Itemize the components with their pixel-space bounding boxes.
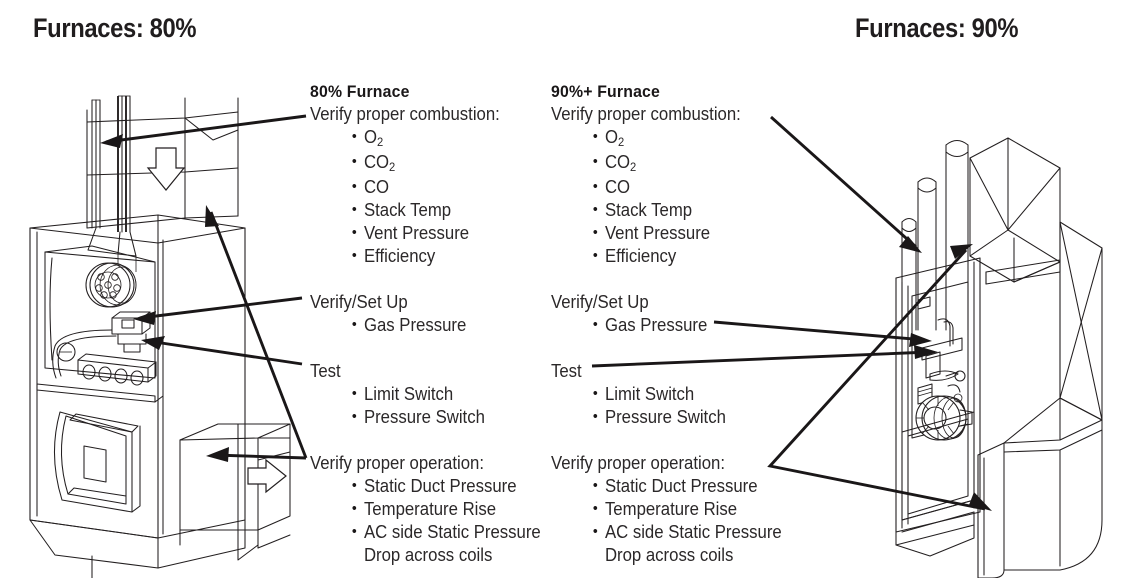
list-item: Limit Switch bbox=[310, 382, 541, 406]
left-section-2-heading: Test bbox=[310, 361, 341, 381]
right-text-column: 90%+ Furnace Verify proper combustion: O… bbox=[551, 80, 799, 567]
left-column-title: 80% Furnace bbox=[310, 82, 410, 101]
list-item: AC side Static Pressure bbox=[310, 520, 541, 544]
list-item: Temperature Rise bbox=[551, 497, 782, 521]
left-section-0-list: O2 CO2 CO Stack Temp Vent Pressure Effic… bbox=[310, 125, 558, 268]
list-item: O2 bbox=[551, 125, 782, 151]
list-item: CO2 bbox=[551, 150, 782, 176]
left-section-3-heading: Verify proper operation: bbox=[310, 453, 485, 473]
left-section-1-heading: Verify/Set Up bbox=[310, 292, 408, 312]
left-section-0-heading: Verify proper combustion: bbox=[310, 104, 500, 124]
leader-right-operation bbox=[767, 249, 986, 511]
list-item: Pressure Switch bbox=[551, 405, 782, 429]
leader-left-test bbox=[147, 339, 303, 366]
page-title-left: Furnaces: 80% bbox=[33, 13, 197, 43]
list-item-continuation: Drop across coils bbox=[604, 545, 734, 565]
list-item: Temperature Rise bbox=[310, 497, 541, 521]
list-item: Vent Pressure bbox=[310, 221, 541, 245]
right-section-2-list: Limit Switch Pressure Switch bbox=[551, 382, 799, 429]
list-item: Stack Temp bbox=[310, 198, 541, 222]
right-column-title: 90%+ Furnace bbox=[551, 82, 661, 101]
left-text-column: 80% Furnace Verify proper combustion: O2… bbox=[310, 80, 558, 567]
list-item: Static Duct Pressure bbox=[551, 474, 782, 498]
list-item: Efficiency bbox=[310, 244, 541, 268]
right-furnace-drawing bbox=[895, 137, 1103, 578]
left-section-3-list: Static Duct Pressure Temperature Rise AC… bbox=[310, 474, 558, 567]
list-item: CO bbox=[551, 175, 782, 199]
list-item: Gas Pressure bbox=[310, 313, 541, 337]
right-section-3-heading: Verify proper operation: bbox=[551, 453, 726, 473]
list-item: Gas Pressure bbox=[551, 313, 782, 337]
list-item: CO2 bbox=[310, 150, 541, 176]
leader-left-verify-setup bbox=[139, 296, 303, 320]
right-section-1-list: Gas Pressure bbox=[551, 313, 799, 337]
right-section-0-heading: Verify proper combustion: bbox=[551, 104, 741, 124]
list-item: CO bbox=[310, 175, 541, 199]
left-furnace-drawing bbox=[29, 95, 291, 578]
right-section-2-heading: Test bbox=[551, 361, 582, 381]
left-section-1-list: Gas Pressure bbox=[310, 313, 558, 337]
list-item: Vent Pressure bbox=[551, 221, 782, 245]
list-item-continuation: Drop across coils bbox=[363, 545, 493, 565]
leader-left-operation bbox=[209, 211, 308, 460]
right-section-0-list: O2 CO2 CO Stack Temp Vent Pressure Effic… bbox=[551, 125, 799, 268]
right-section-3-list: Static Duct Pressure Temperature Rise AC… bbox=[551, 474, 799, 567]
leader-right-test bbox=[591, 350, 931, 368]
page-title-right: Furnaces: 90% bbox=[855, 13, 1019, 43]
left-section-2-list: Limit Switch Pressure Switch bbox=[310, 382, 558, 429]
leader-left-combustion bbox=[105, 114, 307, 144]
list-item: Efficiency bbox=[551, 244, 782, 268]
list-item: Stack Temp bbox=[551, 198, 782, 222]
airflow-right-arrow bbox=[247, 458, 287, 494]
leader-right-combustion bbox=[770, 115, 917, 249]
list-item: Limit Switch bbox=[551, 382, 782, 406]
list-item: O2 bbox=[310, 125, 541, 151]
list-item: AC side Static Pressure bbox=[551, 520, 782, 544]
list-item: Static Duct Pressure bbox=[310, 474, 541, 498]
airflow-down-arrow bbox=[146, 147, 186, 191]
list-item: Pressure Switch bbox=[310, 405, 541, 429]
right-section-1-heading: Verify/Set Up bbox=[551, 292, 649, 312]
